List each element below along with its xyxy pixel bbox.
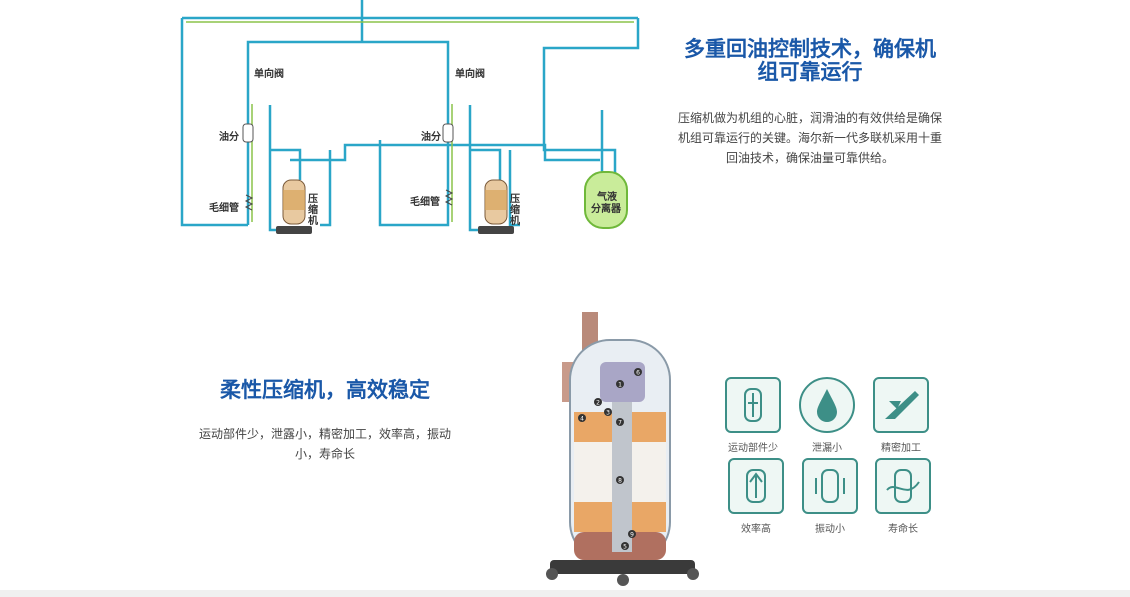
section2-desc-line1: 运动部件少，泄露小，精密加工，效率高，振动 <box>198 427 451 441</box>
section1-description: 压缩机做为机组的心脏，润滑油的有效供给是确保 机组可靠运行的关键。海尔新一代多联… <box>655 108 965 168</box>
feature-label: 泄漏小 <box>812 443 842 454</box>
part-marker <box>616 476 624 484</box>
efficiency-icon <box>728 458 784 514</box>
piping-schematic <box>180 0 640 234</box>
part-number: 2 <box>596 400 600 407</box>
section1-title-line1: 多重回油控制技术，确保机 <box>684 37 936 61</box>
part-marker <box>604 408 612 416</box>
part-marker <box>634 368 642 376</box>
feature-low-leakage: 泄漏小 <box>792 377 862 454</box>
section1-desc-line3: 回油技术，确保油量可靠供给。 <box>725 151 894 165</box>
vibration-icon <box>802 458 858 514</box>
part-number: 5 <box>623 544 627 551</box>
compressor-right-icon <box>478 179 514 234</box>
part-number: 9 <box>630 532 634 539</box>
part-number: 4 <box>580 416 584 423</box>
feature-few-moving-parts: 运动部件少 <box>718 377 788 454</box>
feature-label: 寿命长 <box>888 524 918 535</box>
part-marker <box>628 530 636 538</box>
caliper-icon <box>873 377 929 433</box>
feature-low-vibration: 振动小 <box>795 458 865 535</box>
part-number: 8 <box>618 478 622 485</box>
feature-label: 效率高 <box>741 524 771 535</box>
section2-desc-line2: 小，寿命长 <box>294 447 355 461</box>
section2-description: 运动部件少，泄露小，精密加工，效率高，振动 小，寿命长 <box>180 424 470 464</box>
section1-title: 多重回油控制技术，确保机 组可靠运行 <box>660 38 960 84</box>
capillary-label-left: 毛细管 <box>209 203 239 214</box>
part-number: 3 <box>606 410 610 417</box>
section1-title-line2: 组可靠运行 <box>757 60 863 84</box>
part-marker <box>594 398 602 406</box>
part-number: 7 <box>618 420 622 427</box>
compressor-left-icon <box>276 179 312 234</box>
section1-desc-line1: 压缩机做为机组的心脏，润滑油的有效供给是确保 <box>677 111 942 125</box>
feature-label: 精密加工 <box>881 443 921 454</box>
oil-return-diagram: 单向阀 单向阀 油分 油分 毛细管 毛细管 压缩机 压缩机 气液 分离器 <box>180 0 640 234</box>
feature-label: 运动部件少 <box>728 443 778 454</box>
feature-long-lifespan: 寿命长 <box>868 458 938 535</box>
feature-label: 振动小 <box>815 524 845 535</box>
oil-separator-label-right: 油分 <box>421 132 441 143</box>
feature-precision-machining: 精密加工 <box>866 377 936 454</box>
bottom-bar <box>0 590 1130 597</box>
compressor-label-right: 压缩机 <box>510 194 520 227</box>
oil-separator-label-left: 油分 <box>219 132 239 143</box>
part-marker <box>616 418 624 426</box>
longevity-icon <box>875 458 931 514</box>
compressor-icon <box>725 377 781 433</box>
section1-desc-line2: 机组可靠运行的关键。海尔新一代多联机采用十重 <box>677 131 942 145</box>
separator-label-line1: 气液 <box>597 192 617 203</box>
part-marker <box>621 542 629 550</box>
compressor-label-left: 压缩机 <box>308 194 318 227</box>
feature-high-efficiency: 效率高 <box>721 458 791 535</box>
check-valve-label-left: 单向阀 <box>254 69 284 80</box>
oil-drop-icon <box>799 377 855 433</box>
capillary-label-right: 毛细管 <box>410 197 440 208</box>
part-number: 1 <box>618 382 622 389</box>
check-valve-label-right: 单向阀 <box>455 69 485 80</box>
section2-title: 柔性压缩机，高效稳定 <box>220 378 430 402</box>
separator-label-line2: 分离器 <box>591 204 621 215</box>
part-marker <box>578 414 586 422</box>
part-marker <box>616 380 624 388</box>
part-number: 6 <box>636 370 640 377</box>
